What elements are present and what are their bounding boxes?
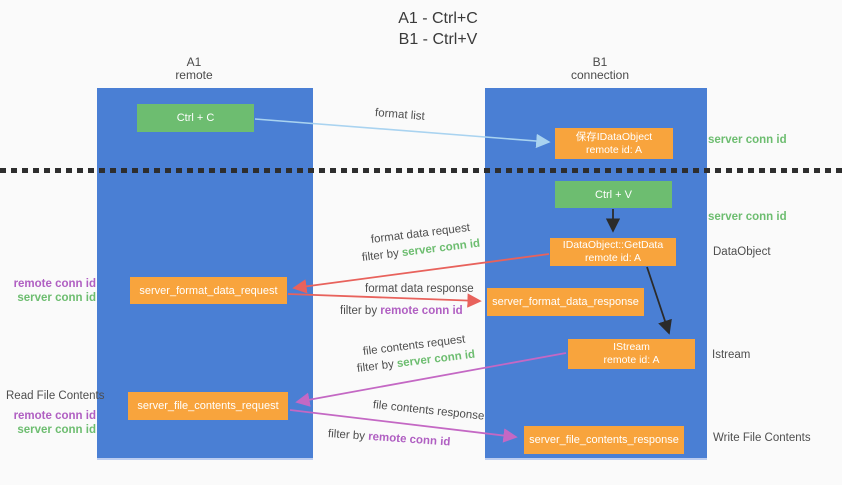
node-ctrl-v-label: Ctrl + V — [595, 188, 632, 201]
left-read-file-contents-label: Read File Contents — [6, 390, 105, 402]
node-save-idataobject: 保存IDataObject remote id: A — [555, 128, 673, 159]
node-save-idataobject-line1: 保存IDataObject — [575, 130, 653, 143]
node-format-response-label: server_format_data_response — [492, 296, 639, 308]
column-a1-subtitle: remote — [175, 68, 213, 82]
column-b1-name: B1 — [592, 55, 608, 69]
node-file-response-label: server_file_contents_response — [529, 434, 679, 446]
node-getdata-line1: IDataObject::GetData — [562, 239, 664, 251]
flow-label-filter-by-remote-1: filter by remote conn id — [340, 305, 463, 317]
flow-label-format-data-response: format data response — [365, 283, 474, 295]
filter-by-text: filter by — [340, 305, 381, 317]
diagram-title: A1 - Ctrl+C B1 - Ctrl+V — [0, 8, 842, 50]
flow-label-file-contents-response: file contents response — [372, 399, 485, 423]
node-idataobject-getdata: IDataObject::GetData remote id: A — [550, 238, 676, 266]
node-istream-line2: remote id: A — [603, 354, 660, 366]
left-remote-conn-id-2: remote conn id — [13, 410, 96, 422]
right-server-conn-id-2: server conn id — [708, 211, 787, 223]
node-istream: IStream remote id: A — [568, 339, 695, 369]
node-server-file-contents-request: server_file_contents_request — [128, 392, 288, 420]
node-ctrl-c: Ctrl + C — [137, 104, 254, 132]
flow-label-filter-by-remote-2: filter by remote conn id — [328, 428, 451, 449]
remote-conn-id-text: remote conn id — [367, 430, 451, 449]
right-dataobject-label: DataObject — [713, 246, 771, 258]
node-server-format-data-request: server_format_data_request — [130, 277, 287, 304]
column-a1-name: A1 — [186, 55, 202, 69]
right-server-conn-id-1: server conn id — [708, 134, 787, 146]
flow-label-format-list: format list — [374, 107, 426, 123]
node-server-file-contents-response: server_file_contents_response — [524, 426, 684, 454]
left-conn-id-stack-2: remote conn id server conn id — [0, 409, 96, 437]
column-header-a1: A1 remote — [134, 56, 254, 82]
right-write-file-contents-label: Write File Contents — [713, 432, 811, 444]
column-header-b1: B1 connection — [540, 56, 660, 82]
node-file-request-label: server_file_contents_request — [137, 400, 279, 412]
arrow-format-data-response — [287, 293, 482, 308]
node-server-format-data-response: server_format_data_response — [487, 288, 644, 316]
node-save-idataobject-line2: remote id: A — [585, 143, 643, 156]
node-ctrl-c-label: Ctrl + C — [176, 112, 215, 124]
remote-conn-id-text: remote conn id — [380, 305, 463, 317]
filter-by-text: filter by — [356, 358, 398, 375]
column-b1-subtitle: connection — [570, 68, 630, 82]
filter-by-text: filter by — [361, 247, 403, 264]
left-server-conn-id-1: server conn id — [17, 292, 96, 304]
left-server-conn-id-2: server conn id — [17, 424, 96, 436]
node-getdata-line2: remote id: A — [584, 252, 642, 264]
left-conn-id-stack-1: remote conn id server conn id — [0, 277, 96, 305]
dotted-separator-line — [0, 168, 842, 173]
title-line-2: B1 - Ctrl+V — [398, 31, 478, 48]
node-format-request-label: server_format_data_request — [139, 284, 278, 297]
right-istream-label: Istream — [712, 349, 751, 361]
title-line-1: A1 - Ctrl+C — [398, 10, 478, 27]
node-ctrl-v: Ctrl + V — [555, 181, 672, 208]
node-istream-line1: IStream — [613, 341, 650, 353]
filter-by-text: filter by — [327, 428, 369, 443]
left-remote-conn-id-1: remote conn id — [13, 278, 96, 290]
